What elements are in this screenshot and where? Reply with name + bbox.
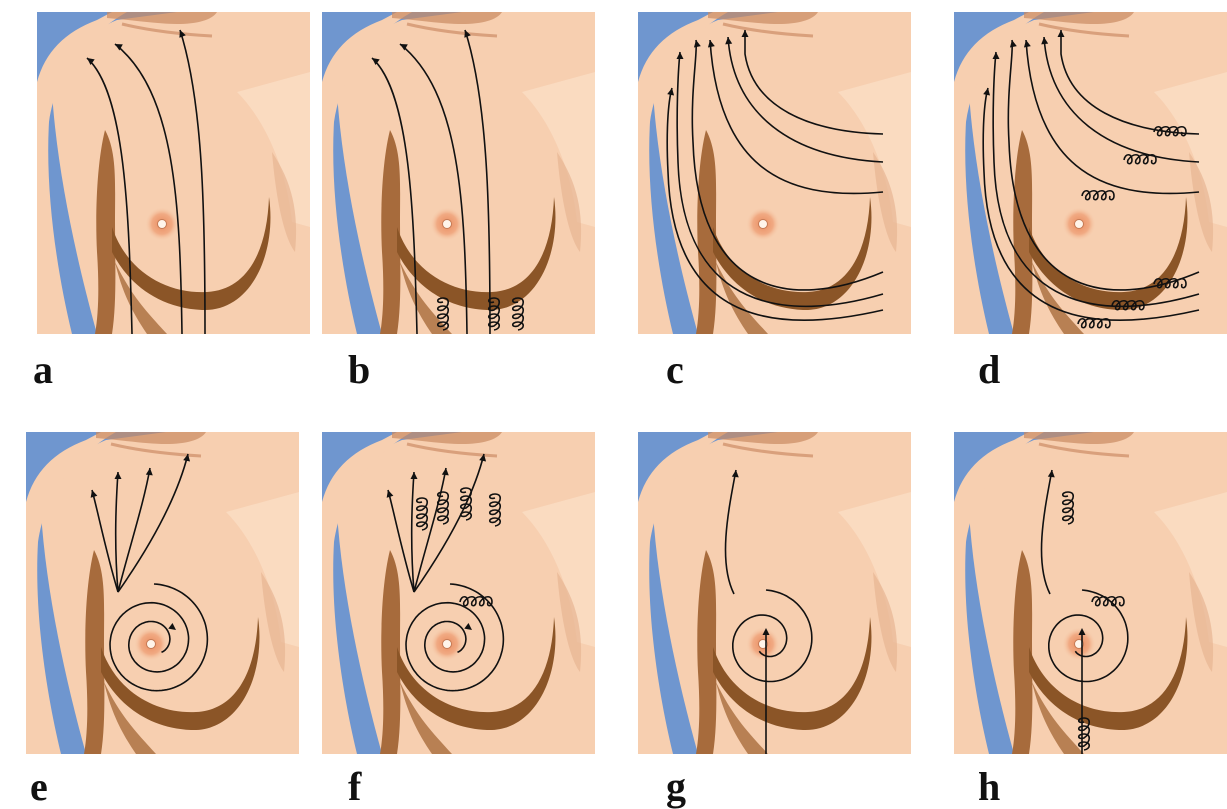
panel-d [954,12,1227,334]
panel-g-illustration [638,432,911,754]
panel-b [322,12,595,334]
panel-label-f: f [348,767,361,807]
panel-e-illustration [26,432,299,754]
panel-b-illustration [322,12,595,334]
torso [337,432,595,754]
panel-h-illustration [954,432,1227,754]
panel-label-e: e [30,767,48,807]
panel-d-illustration [954,12,1227,334]
panel-c-illustration [638,12,911,334]
panel-label-c: c [666,350,684,390]
panel-f [322,432,595,754]
panel-g [638,432,911,754]
torso [653,12,911,334]
nipple [147,640,156,649]
nipple [759,220,768,229]
panel-label-b: b [348,350,370,390]
panel-label-a: a [33,350,53,390]
panel-a [37,12,310,334]
torso [969,12,1227,334]
torso [653,432,911,754]
panel-a-illustration [37,12,310,334]
nipple [443,640,452,649]
panel-h [954,432,1227,754]
nipple [158,220,167,229]
nipple [443,220,452,229]
nipple [1075,220,1084,229]
panel-label-d: d [978,350,1000,390]
panel-e [26,432,299,754]
panel-label-g: g [666,767,686,807]
panel-label-h: h [978,767,1000,807]
torso [41,432,299,754]
panel-c [638,12,911,334]
panel-f-illustration [322,432,595,754]
torso [969,432,1227,754]
